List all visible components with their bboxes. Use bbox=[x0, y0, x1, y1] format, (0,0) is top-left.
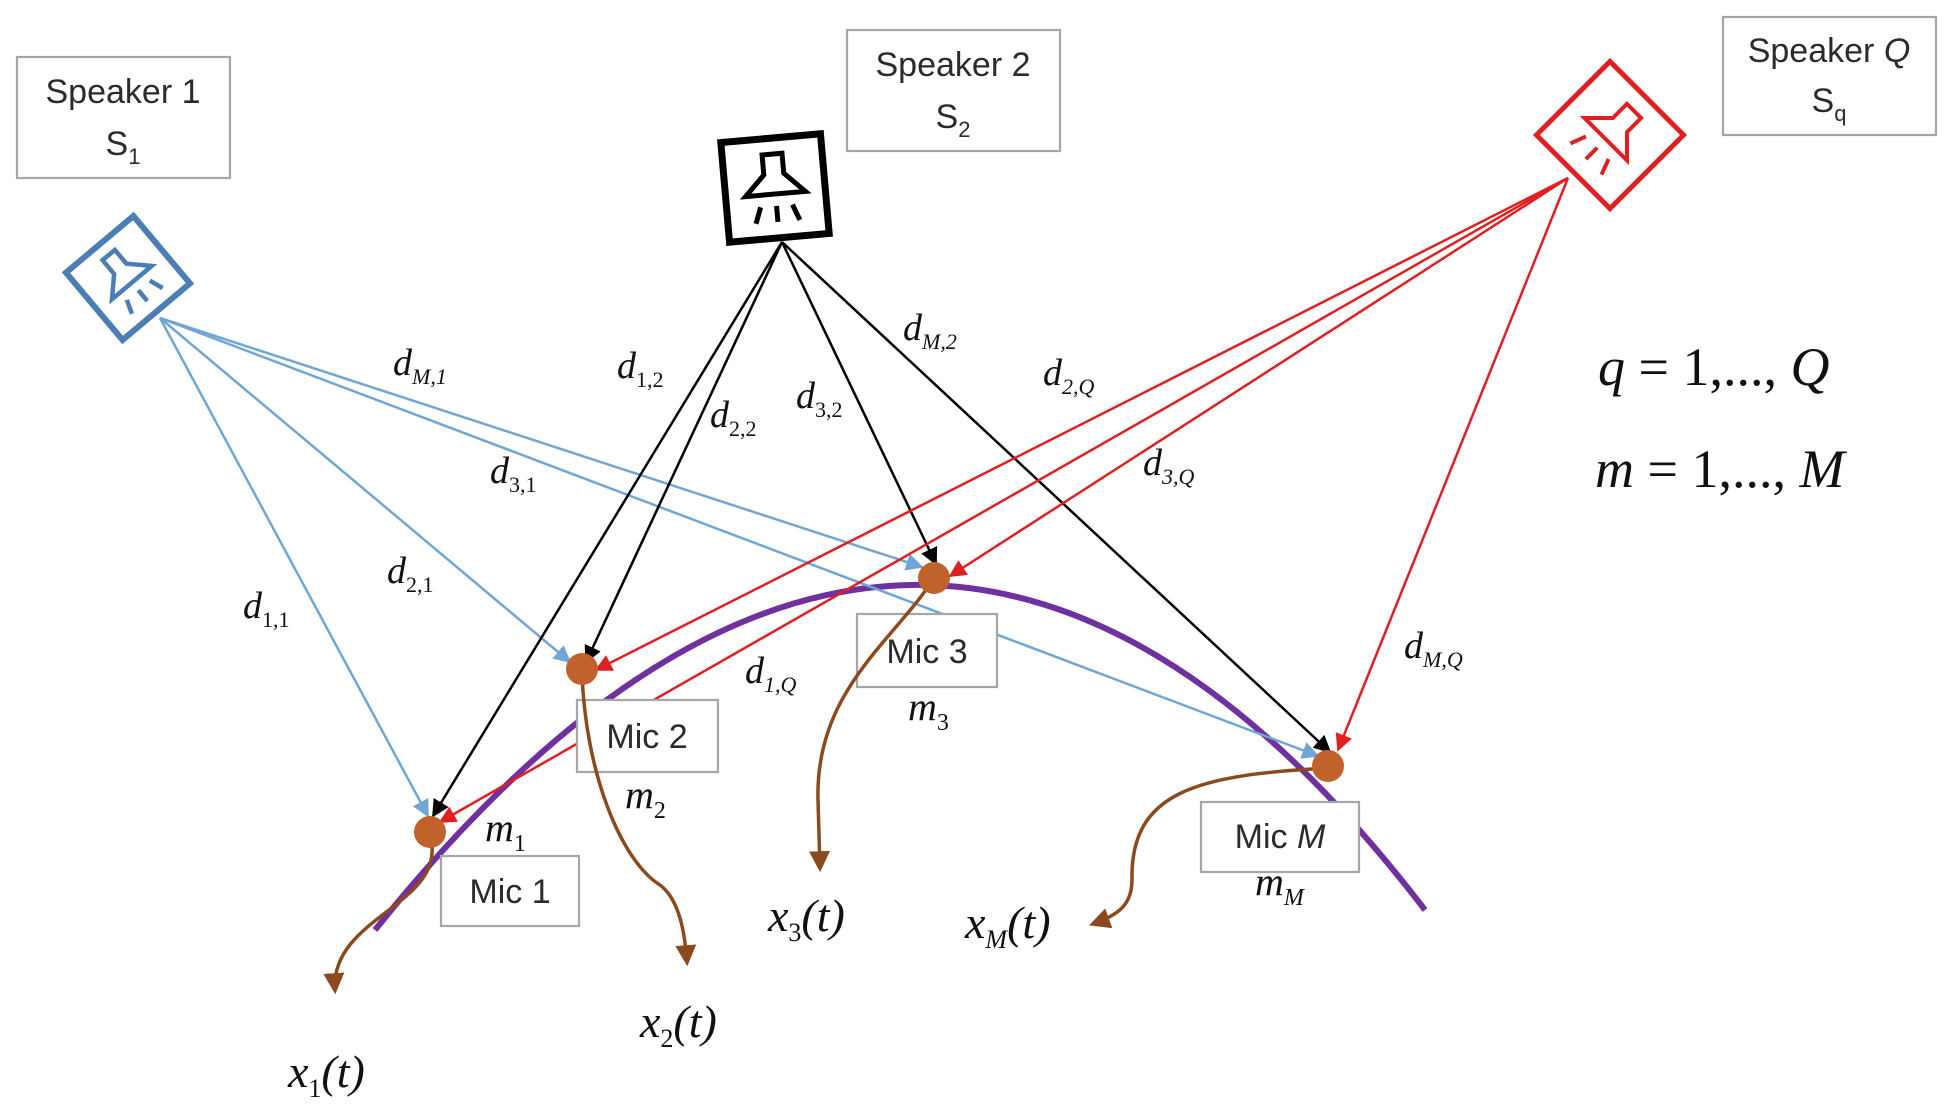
signal-curve-2 bbox=[580, 671, 697, 967]
mic-3-label-box: Mic 3 bbox=[855, 612, 999, 689]
range-m: m = 1,..., M bbox=[1595, 439, 1847, 499]
speaker-1-title: Speaker 1 bbox=[46, 73, 201, 111]
path-d21 bbox=[159, 317, 572, 664]
index-ranges: q = 1,..., Q m = 1,..., M bbox=[1595, 337, 1847, 499]
signal-x2-label: x2(t) bbox=[639, 996, 717, 1053]
speaker-1-loudspeaker-icon bbox=[61, 211, 195, 345]
label-d21: d2,1 bbox=[387, 550, 434, 597]
speaker-2-loudspeaker-icon bbox=[717, 130, 833, 246]
mic-1-symbol: m1 bbox=[485, 805, 526, 857]
speaker-q-title: Speaker Q bbox=[1748, 32, 1911, 70]
label-d3q: d3,Q bbox=[1143, 442, 1195, 489]
range-q: q = 1,..., Q bbox=[1598, 337, 1829, 397]
label-d12: d1,2 bbox=[617, 345, 664, 392]
signal-curves bbox=[323, 577, 1329, 995]
mic-m-node bbox=[1312, 750, 1344, 782]
path-d3q bbox=[948, 176, 1569, 578]
mic-2-label: Mic 2 bbox=[606, 718, 687, 756]
mic-nodes bbox=[414, 562, 1344, 848]
path-d11 bbox=[158, 317, 430, 818]
label-dmq: dM,Q bbox=[1404, 625, 1463, 672]
speaker-1-paths bbox=[158, 316, 1320, 818]
label-d22: d2,2 bbox=[710, 394, 757, 441]
path-d12 bbox=[431, 241, 784, 818]
label-d1q: d1,Q bbox=[745, 650, 797, 697]
path-dmq bbox=[1335, 177, 1570, 752]
mic-2-label-box: Mic 2 bbox=[575, 698, 720, 774]
path-dm2 bbox=[781, 241, 1332, 754]
mic-3-label: Mic 3 bbox=[886, 633, 967, 671]
mic-1-label: Mic 1 bbox=[469, 873, 550, 911]
distance-labels: d1,1 d2,1 d3,1 dM,1 d1,2 d2,2 d3,2 dM,2 … bbox=[243, 307, 1463, 697]
speaker-q-symbol: Sq bbox=[1812, 82, 1847, 126]
speaker-2-title: Speaker 2 bbox=[876, 46, 1031, 84]
mic-1-label-box: Mic 1 bbox=[439, 854, 581, 928]
speaker-1-label-box: Speaker 1 S1 bbox=[15, 55, 232, 180]
signal-xm-label: xM(t) bbox=[964, 897, 1051, 954]
mic-m-label-box: Mic M bbox=[1199, 800, 1361, 874]
path-dm1 bbox=[159, 316, 1320, 759]
label-d11: d1,1 bbox=[243, 585, 290, 632]
speaker-2-label-box: Speaker 2 S2 bbox=[845, 28, 1062, 153]
mic-1-node bbox=[414, 816, 446, 848]
speaker-1-symbol: S1 bbox=[106, 125, 141, 169]
path-d31 bbox=[159, 316, 924, 571]
signal-curve-3 bbox=[809, 577, 936, 873]
label-d2q: d2,Q bbox=[1043, 352, 1095, 399]
label-dm2: dM,2 bbox=[903, 307, 957, 354]
mic-array-curve bbox=[372, 581, 1428, 932]
label-d31: d3,1 bbox=[490, 450, 537, 497]
speaker-q-loudspeaker-icon bbox=[1532, 57, 1688, 213]
path-d2q bbox=[594, 176, 1569, 672]
mic-3-node bbox=[918, 562, 950, 594]
signal-x1-label: x1(t) bbox=[287, 1046, 365, 1103]
mic-2-symbol: m2 bbox=[625, 772, 666, 824]
signal-curve-1 bbox=[323, 834, 434, 995]
signal-labels: x1(t) x2(t) x3(t) xM(t) bbox=[287, 890, 1051, 1103]
speaker-2-symbol: S2 bbox=[936, 98, 971, 142]
label-dm1: dM,1 bbox=[393, 342, 447, 389]
mic-m-label: Mic M bbox=[1235, 818, 1326, 856]
mic-2-node bbox=[566, 653, 598, 685]
speaker-q-label-box: Speaker Q Sq bbox=[1721, 15, 1938, 137]
signal-curve-m bbox=[1089, 766, 1329, 929]
mic-m-symbol: mM bbox=[1255, 859, 1306, 911]
signal-x3-label: x3(t) bbox=[767, 890, 845, 947]
label-d32: d3,2 bbox=[796, 375, 843, 422]
mic-3-symbol: m3 bbox=[908, 684, 949, 736]
path-d22 bbox=[584, 241, 784, 664]
mic-symbols: m1 m2 m3 mM bbox=[485, 684, 1306, 911]
